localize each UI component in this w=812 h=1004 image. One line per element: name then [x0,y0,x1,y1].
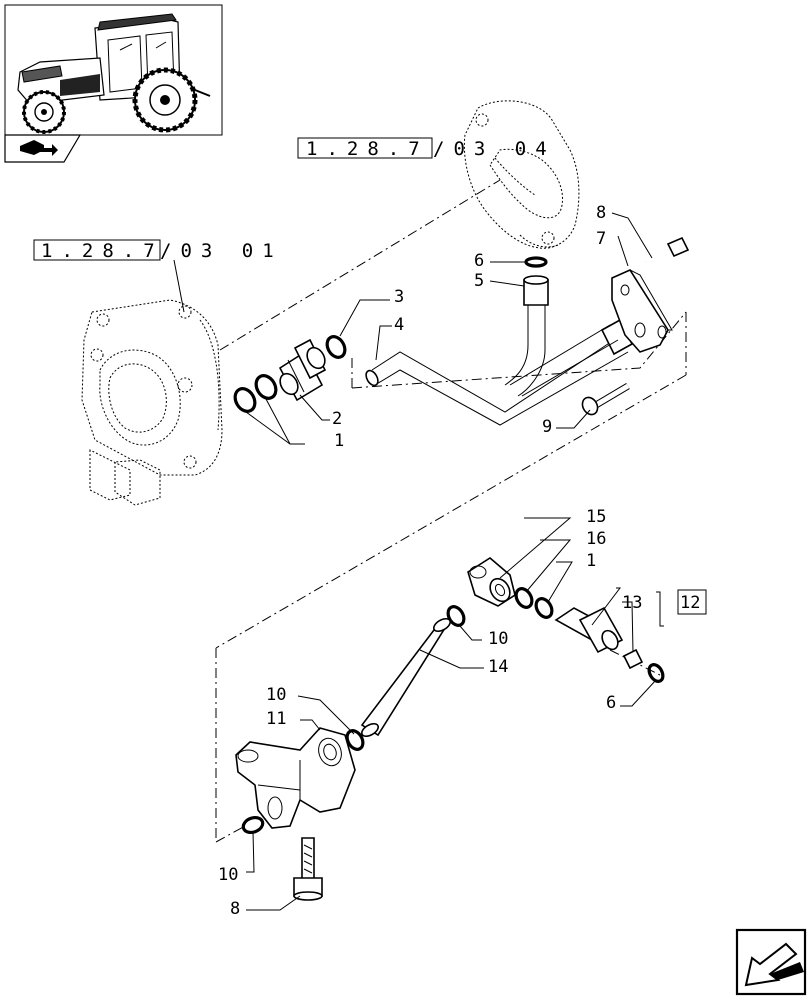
reference-upper[interactable]: 1.28.7 /03 04 [297,137,556,160]
callout-7: 7 [596,229,606,249]
bracket-7[interactable] [611,268,673,353]
callout-6-lower: 6 [606,693,616,713]
callout-10-left: 10 [266,685,286,705]
block-11[interactable] [235,727,356,829]
callout-11: 11 [266,709,286,729]
o-ring-3[interactable] [324,333,349,360]
bolt-9[interactable] [579,382,630,417]
callout-13: 13 [622,593,642,613]
tube-14[interactable] [360,616,453,739]
reference-upper-suffix: /03 04 [433,138,556,160]
callout-8-lower: 8 [230,899,240,919]
left-housing [81,299,223,506]
callout-10-right: 10 [488,629,508,649]
callout-12: 12 [680,593,700,613]
callout-6-upper: 6 [474,251,484,271]
reference-upper-prefix: 1.28.7 [306,138,429,160]
pipe-5[interactable] [504,275,619,397]
callout-1-lower: 1 [586,551,596,571]
o-ring-1b[interactable] [252,372,280,402]
callout-14: 14 [488,657,508,677]
book-arrow-icon[interactable] [4,134,82,163]
tractor-thumbnail-icon[interactable] [4,4,223,136]
callout-4: 4 [394,315,404,335]
leader-lines [245,212,707,911]
upper-housing [463,100,580,249]
reference-left-prefix: 1.28.7 [41,240,164,262]
callout-16: 16 [586,529,606,549]
callout-2: 2 [332,409,342,429]
o-ring-10c[interactable] [241,815,265,835]
callout-8-upper: 8 [596,203,606,223]
callout-10-bottom: 10 [218,865,238,885]
elbow-15[interactable] [467,557,516,607]
callout-3: 3 [394,287,404,307]
cap-12[interactable] [622,648,644,670]
o-ring-6a[interactable] [524,256,548,268]
reference-left[interactable]: 1.28.7 /03 01 [33,239,283,262]
next-page-arrow-icon[interactable] [735,928,807,996]
o-ring-6b[interactable] [646,662,665,684]
bolt-8a[interactable] [645,236,690,264]
o-ring-1c[interactable] [533,596,555,620]
bolt-8b[interactable] [293,837,323,901]
reference-left-suffix: /03 01 [160,240,283,262]
callout-5: 5 [474,271,484,291]
o-ring-1a[interactable] [231,385,259,415]
o-ring-16[interactable] [513,586,535,610]
adapter-2[interactable] [277,338,329,402]
union-13[interactable] [554,606,624,654]
callout-1-upper: 1 [334,431,344,451]
callout-labels: 1 2 3 4 5 6 7 8 9 15 16 1 13 12 10 14 6 … [218,203,700,919]
o-ring-10b[interactable] [344,728,366,752]
callout-15: 15 [586,507,606,527]
callout-9: 9 [542,417,552,437]
